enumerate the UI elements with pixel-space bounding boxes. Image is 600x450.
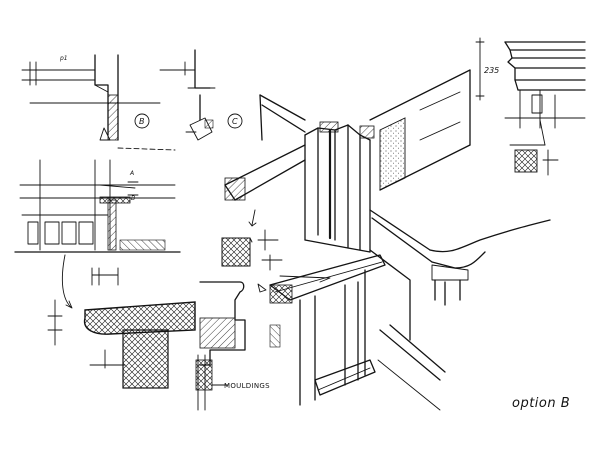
tag-p1: p1 [60,55,68,62]
detail-c-section [159,49,243,141]
left-beam [224,94,306,201]
lower-ledge [269,254,386,406]
leader-arrow-1 [61,254,73,309]
right-wall [369,69,471,191]
curved-moulding [369,209,551,411]
isometric-column [304,121,375,253]
callout-b: B [139,117,145,126]
option-label: option B [512,396,571,411]
tag-b: B [131,195,136,202]
leader-arrow-3 [539,119,546,146]
leader-arrow-2 [257,283,267,293]
callout-c: C [232,117,238,126]
wall-elevation [14,159,181,253]
small-profile-detail [221,209,331,283]
mouldings-note: MOULDINGS [224,382,270,390]
top-right-elevation [475,37,586,176]
cornice-section [47,267,196,389]
tag-a: A [130,170,135,177]
moulding-profile [195,281,246,411]
dimension-235: 235 [484,66,500,75]
detail-b-section [21,54,176,151]
